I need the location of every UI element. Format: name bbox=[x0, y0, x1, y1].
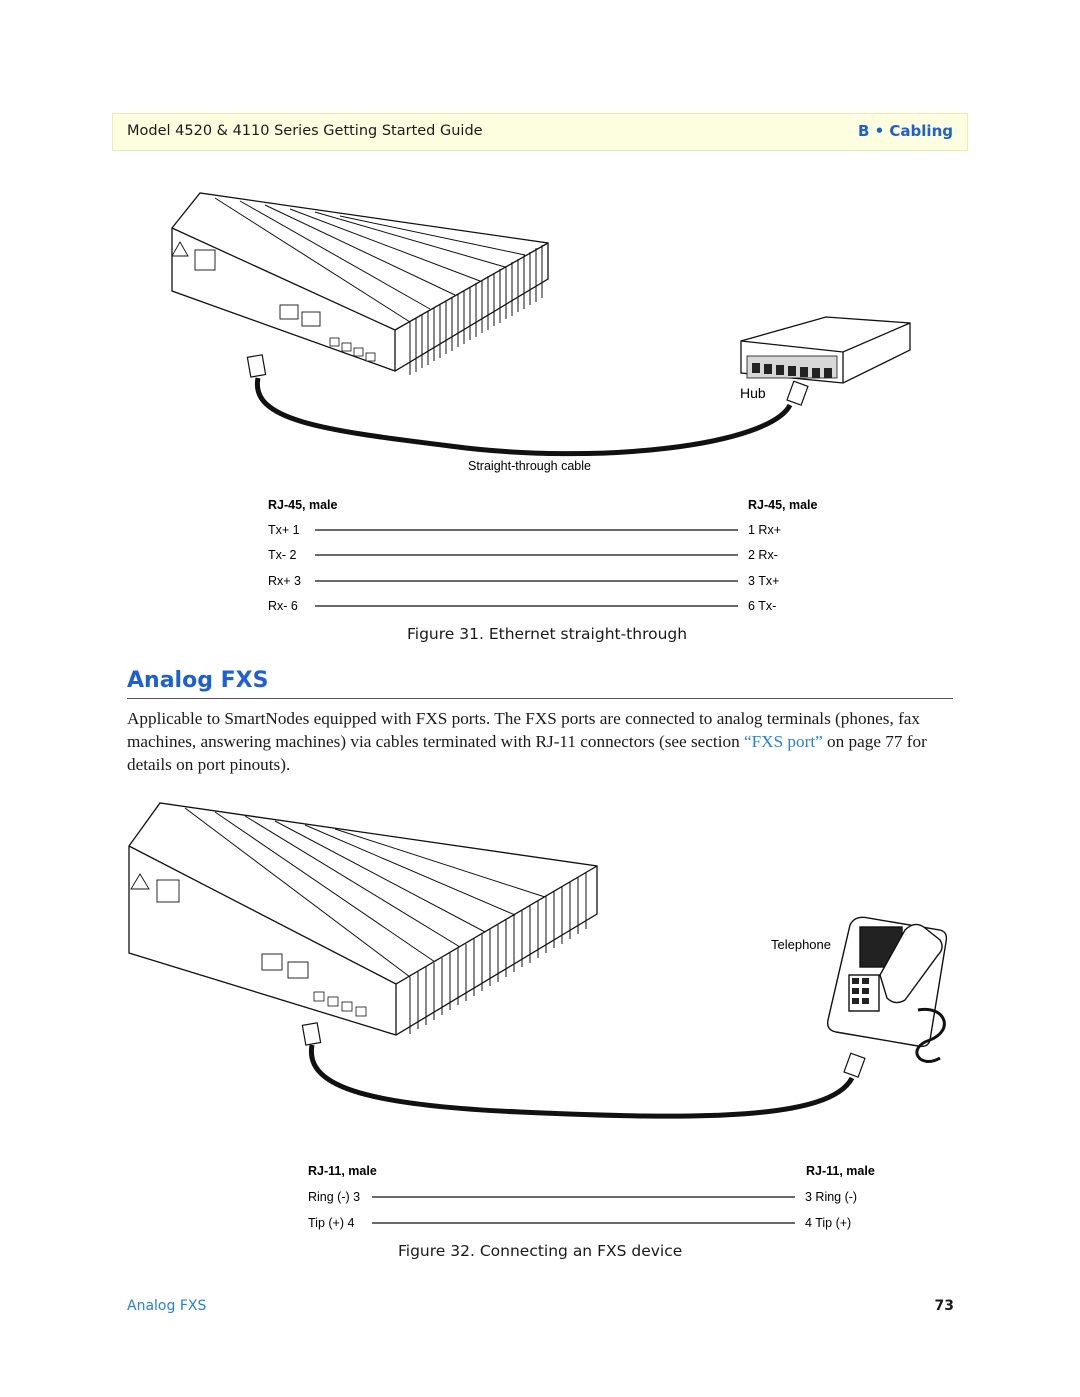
figure-31-diagram: Hub Straight-through cable RJ-45, male R… bbox=[171, 192, 911, 613]
page-number: 73 bbox=[934, 1298, 954, 1314]
figure-32-caption: Figure 32. Connecting an FXS device bbox=[398, 1242, 683, 1260]
guide-title: Model 4520 & 4110 Series Getting Started… bbox=[127, 123, 483, 139]
hub-label: Hub bbox=[740, 385, 766, 401]
cable-label: Straight-through cable bbox=[468, 459, 591, 473]
hub-device bbox=[740, 316, 911, 384]
pin-right: 3 Tx+ bbox=[748, 574, 779, 588]
pin-left: Tx+ 1 bbox=[268, 523, 300, 537]
chapter-label: B • Cabling bbox=[857, 122, 953, 140]
pin-right: 4 Tip (+) bbox=[805, 1216, 851, 1230]
pin-left: Tip (+) 4 bbox=[308, 1216, 354, 1230]
pin-wires bbox=[315, 529, 738, 607]
pin-right: 6 Tx- bbox=[748, 599, 776, 613]
pin-left: Rx+ 3 bbox=[268, 574, 301, 588]
rj11-left-header: RJ-11, male bbox=[308, 1164, 377, 1178]
telephone-device bbox=[826, 916, 948, 1063]
rj45-left-header: RJ-45, male bbox=[268, 498, 338, 512]
pin-wires bbox=[372, 1196, 795, 1224]
rj11-right-header: RJ-11, male bbox=[806, 1164, 875, 1178]
pin-left: Rx- 6 bbox=[268, 599, 298, 613]
smartnode-device-2 bbox=[128, 802, 598, 1036]
pin-right: 2 Rx- bbox=[748, 548, 778, 562]
telephone-label: Telephone bbox=[771, 937, 831, 952]
footer-section-link[interactable]: Analog FXS bbox=[127, 1298, 207, 1314]
pin-left: Tx- 2 bbox=[268, 548, 297, 562]
pin-left: Ring (-) 3 bbox=[308, 1190, 360, 1204]
fxs-port-link[interactable]: “FXS port” bbox=[743, 732, 823, 751]
heading-rule bbox=[127, 698, 953, 699]
figure-31-caption: Figure 31. Ethernet straight-through bbox=[407, 625, 688, 643]
rj45-right-header: RJ-45, male bbox=[748, 498, 818, 512]
section-heading: Analog FXS bbox=[127, 668, 269, 693]
phone-cable bbox=[301, 1022, 866, 1119]
ethernet-cable bbox=[246, 354, 809, 457]
pin-right: 1 Rx+ bbox=[748, 523, 781, 537]
figure-32-diagram: Telephone RJ-11, male RJ-11, male Ring (… bbox=[128, 802, 948, 1230]
body-paragraph: Applicable to SmartNodes equipped with F… bbox=[127, 707, 953, 776]
paragraph-text: on page 77 for details on port pinouts). bbox=[127, 732, 927, 774]
pin-right: 3 Ring (-) bbox=[805, 1190, 857, 1204]
smartnode-device-1 bbox=[171, 192, 549, 375]
paragraph-text: Applicable to SmartNodes equipped with F… bbox=[127, 709, 921, 751]
page-header: Model 4520 & 4110 Series Getting Started… bbox=[112, 113, 968, 151]
